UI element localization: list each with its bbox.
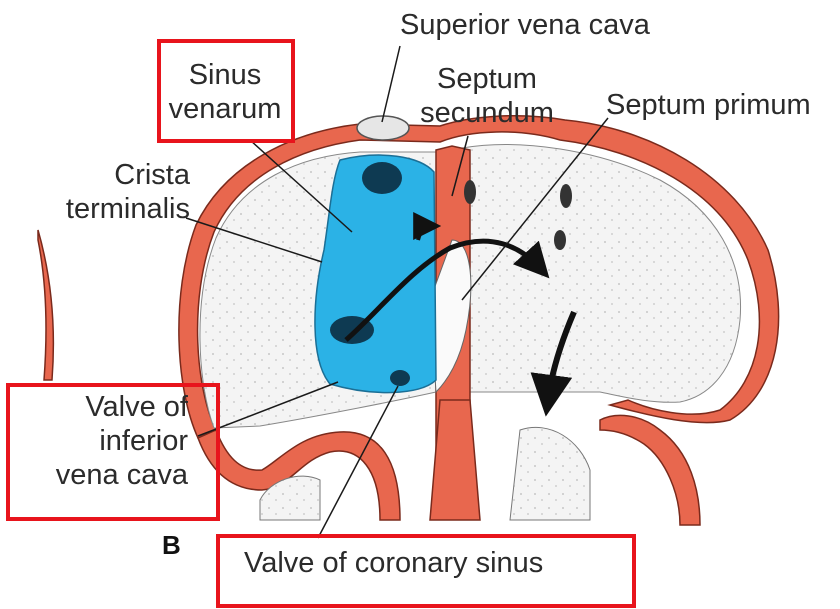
left-av-cushion (600, 415, 700, 525)
pulmonary-vein-opening (464, 180, 476, 204)
label-crista-terminalis-line1: Crista (40, 158, 190, 192)
label-superior-vena-cava: Superior vena cava (400, 8, 650, 42)
label-septum-secundum: Septum secundum (412, 62, 562, 130)
svc-opening-dark (362, 162, 402, 194)
label-septum-secundum-line1: Septum (412, 62, 562, 96)
highlight-box-valve-ivc (6, 383, 220, 521)
left-edge-wall (38, 230, 53, 380)
panel-label: B (162, 530, 181, 561)
label-crista-terminalis: Crista terminalis (40, 158, 190, 226)
highlight-box-sinus-venarum (157, 39, 295, 143)
label-septum-secundum-line2: secundum (412, 96, 562, 130)
label-septum-primum: Septum primum (606, 88, 811, 122)
pulmonary-vein-opening (554, 230, 566, 250)
highlight-box-valve-coronary-sinus (216, 534, 636, 608)
pulmonary-vein-opening (560, 184, 572, 208)
label-crista-terminalis-line2: terminalis (40, 192, 190, 226)
coronary-sinus-opening (390, 370, 410, 386)
